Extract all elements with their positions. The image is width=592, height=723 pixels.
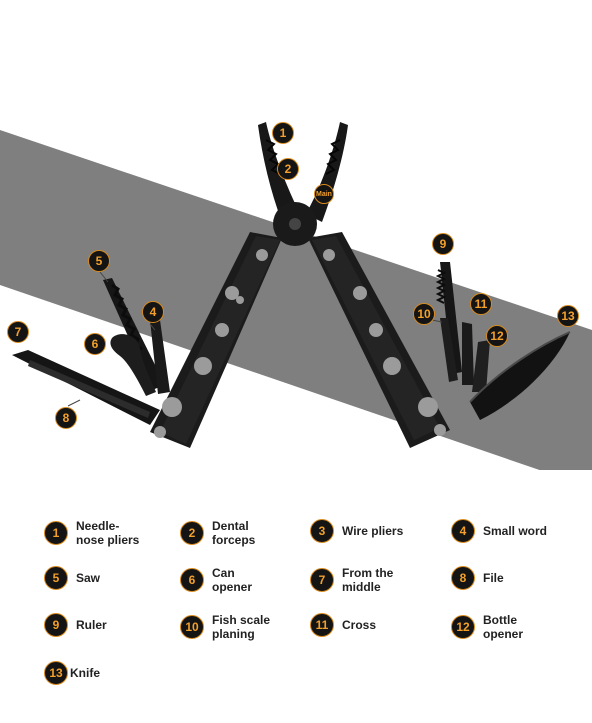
- marker-5: 5: [88, 250, 110, 272]
- legend-number: 11: [310, 613, 334, 637]
- can-opener-blade: [110, 334, 156, 396]
- marker-13: 13: [557, 305, 579, 327]
- legend-number: 7: [310, 568, 334, 592]
- marker-12: 12: [486, 325, 508, 347]
- legend-item-6: 6 Can opener: [180, 566, 252, 594]
- legend-label: Ruler: [76, 618, 107, 632]
- legend-number: 13: [44, 661, 68, 685]
- background-band: [0, 130, 592, 488]
- multitool-illustration: [0, 122, 592, 488]
- legend-number: 2: [180, 521, 204, 545]
- legend-label: Can opener: [212, 566, 253, 594]
- ruler-blade: [440, 262, 462, 374]
- legend-number: 8: [451, 566, 475, 590]
- knife-edge: [469, 331, 571, 403]
- legend-number: 9: [44, 613, 68, 637]
- right-handle-edge: [312, 236, 440, 440]
- pivot-rivet: [289, 218, 301, 230]
- legend-label: Cross: [342, 618, 377, 632]
- marker-1: 1: [272, 122, 294, 144]
- legend-number: 10: [180, 615, 204, 639]
- legend-item-9: 9 Ruler: [44, 613, 107, 637]
- legend-label: Saw: [76, 571, 101, 585]
- legend-label: Dental forceps: [212, 519, 256, 547]
- legend-number: 5: [44, 566, 68, 590]
- right-handle-holes: [323, 249, 446, 436]
- jaw-teeth-left: [265, 139, 281, 175]
- right-jaw: [306, 122, 348, 222]
- marker-8: 8: [55, 407, 77, 429]
- left-handle-holes: [154, 249, 268, 438]
- legend-item-2: 2 Dental forceps: [180, 519, 255, 547]
- legend-label: Needle- nose pliers: [76, 519, 140, 547]
- legend-item-8: 8 File: [451, 566, 504, 590]
- cross-driver-blade: [462, 322, 474, 385]
- ruler-teeth: [435, 269, 447, 304]
- legend-item-12: 12 Bottle opener: [451, 613, 523, 641]
- legend-item-3: 3 Wire pliers: [310, 519, 403, 543]
- small-blade: [150, 320, 170, 394]
- legend-number: 1: [44, 521, 68, 545]
- bottle-opener-blade: [472, 340, 490, 392]
- legend-item-5: 5 Saw: [44, 566, 100, 590]
- legend-number: 6: [180, 568, 204, 592]
- legend-label: Knife: [70, 666, 100, 680]
- knife-blade: [470, 332, 570, 420]
- legend-label: Bottle opener: [483, 613, 524, 641]
- legend-item-11: 11 Cross: [310, 613, 376, 637]
- product-photo: 1 2 Main 4 5 6 7 8 9 10 11 12 13: [0, 122, 592, 488]
- marker-7: 7: [7, 321, 29, 343]
- marker-4: 4: [142, 301, 164, 323]
- legend-label: Small word: [483, 524, 548, 538]
- legend-number: 3: [310, 519, 334, 543]
- legend-item-10: 10 Fish scale planing: [180, 613, 270, 641]
- legend-item-13: 13 Knife: [44, 661, 100, 685]
- legend-item-7: 7 From the middle: [310, 566, 393, 594]
- file-blade-teeth: [28, 360, 150, 418]
- legend-label: Wire pliers: [342, 524, 404, 538]
- marker-2: 2: [277, 158, 299, 180]
- marker-11: 11: [470, 293, 492, 315]
- marker-10: 10: [413, 303, 435, 325]
- fish-scale-blade: [440, 318, 458, 382]
- marker-9: 9: [432, 233, 454, 255]
- legend-item-4: 4 Small word: [451, 519, 547, 543]
- marker-leader-lines: [67, 271, 443, 407]
- legend-number: 12: [451, 615, 475, 639]
- marker-6: 6: [84, 333, 106, 355]
- legend-item-1: 1 Needle- nose pliers: [44, 519, 139, 547]
- jaw-teeth-right: [325, 139, 341, 175]
- legend-label: Fish scale planing: [212, 613, 271, 641]
- legend-label: From the middle: [342, 566, 394, 594]
- legend-number: 4: [451, 519, 475, 543]
- left-handle-edge: [160, 236, 280, 444]
- saw-teeth: [111, 283, 143, 351]
- legend-label: File: [483, 571, 504, 585]
- marker-main: Main: [314, 184, 334, 204]
